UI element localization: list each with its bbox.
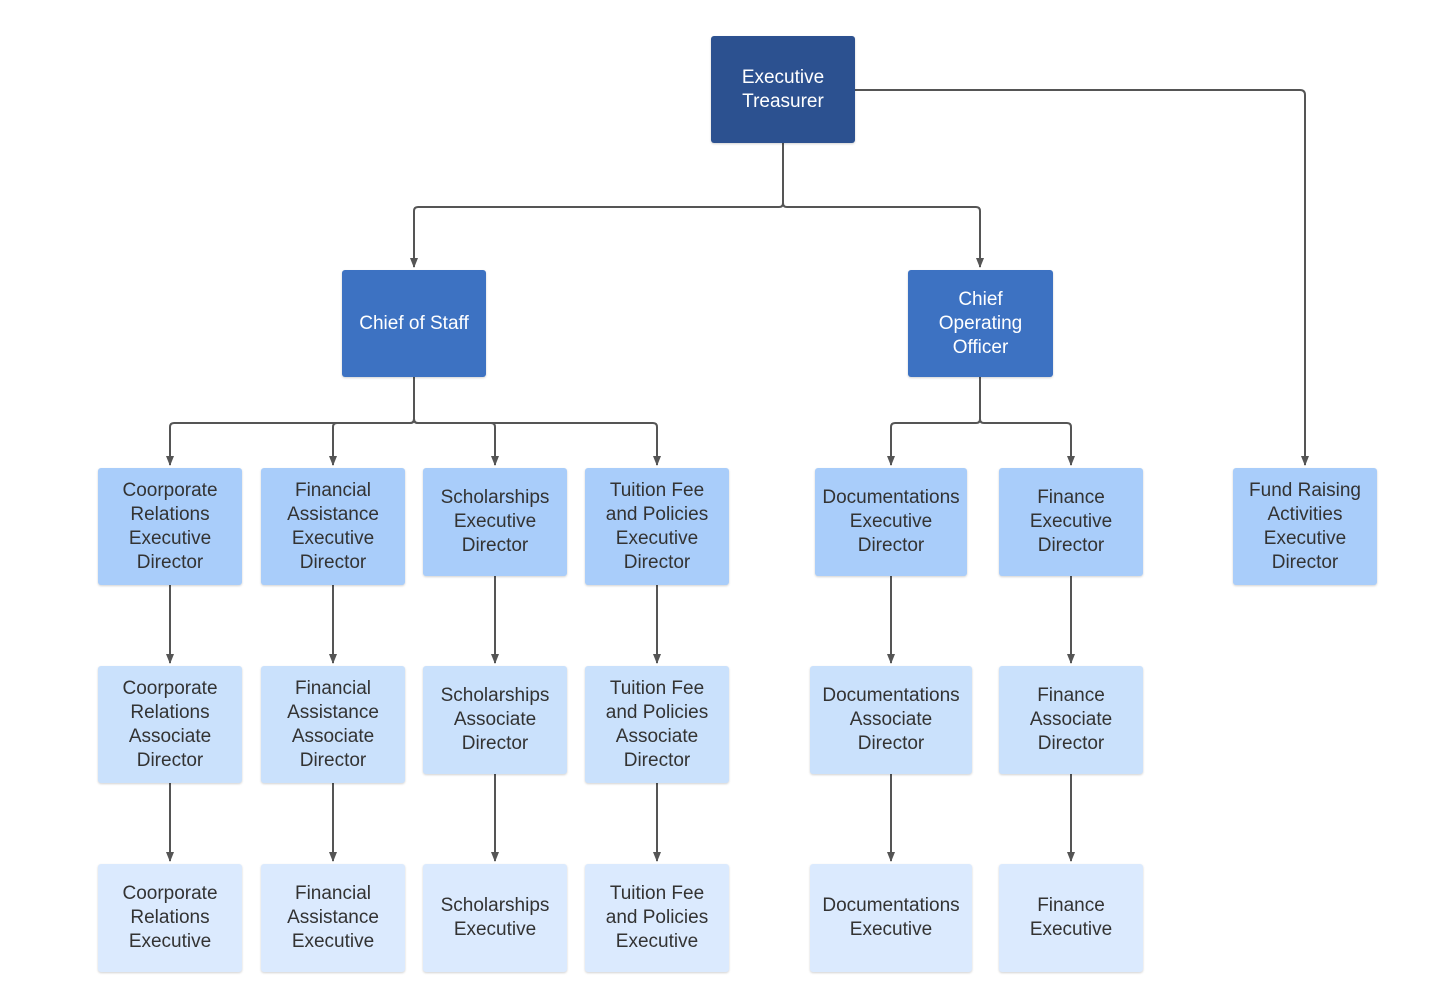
- node-finance-executive-director[interactable]: Finance Executive Director: [999, 468, 1143, 576]
- connector-coo-finance: [979, 377, 1075, 466]
- connector-treasurer-coo: [782, 143, 984, 268]
- node-documentations-associate-director[interactable]: Documentations Associate Director: [810, 666, 972, 774]
- node-label: Financial Assistance Associate Director: [287, 677, 379, 771]
- node-label: Coorporate Relations Executive Director: [122, 479, 218, 573]
- node-label: Documentations Executive: [822, 895, 960, 940]
- node-executive-treasurer[interactable]: Executive Treasurer: [711, 36, 855, 143]
- node-label: Chief Operating Officer: [938, 288, 1023, 358]
- node-financial-assistance-associate-director[interactable]: Financial Assistance Associate Director: [261, 666, 405, 783]
- node-chief-operating-officer[interactable]: Chief Operating Officer: [908, 270, 1053, 377]
- node-label: Scholarships Associate Director: [440, 685, 550, 754]
- node-label: Fund Raising Activities Executive Direct…: [1249, 479, 1361, 573]
- connector-staff-corporate: [166, 377, 415, 466]
- node-documentations-executive[interactable]: Documentations Executive: [810, 864, 972, 972]
- connector-coo-documentations: [887, 377, 981, 466]
- node-label: Executive Treasurer: [741, 66, 825, 112]
- node-label: Financial Assistance Executive Director: [287, 479, 379, 573]
- node-label: Tuition Fee and Policies Associate Direc…: [605, 677, 709, 771]
- node-fund-raising-executive-director[interactable]: Fund Raising Activities Executive Direct…: [1233, 468, 1377, 585]
- node-label: Financial Assistance Executive: [287, 883, 379, 952]
- connector-staff-tuition: [413, 377, 661, 466]
- node-scholarships-executive[interactable]: Scholarships Executive: [423, 864, 567, 972]
- node-label: Coorporate Relations Associate Director: [122, 677, 218, 771]
- node-corporate-relations-executive[interactable]: Coorporate Relations Executive: [98, 864, 242, 972]
- node-label: Finance Executive: [1029, 895, 1113, 940]
- node-scholarships-executive-director[interactable]: Scholarships Executive Director: [423, 468, 567, 576]
- node-corporate-relations-associate-director[interactable]: Coorporate Relations Associate Director: [98, 666, 242, 783]
- node-label: Finance Executive Director: [1029, 487, 1113, 556]
- node-label: Coorporate Relations Executive: [122, 883, 218, 952]
- node-tuition-fee-associate-director[interactable]: Tuition Fee and Policies Associate Direc…: [585, 666, 729, 783]
- node-tuition-fee-executive[interactable]: Tuition Fee and Policies Executive: [585, 864, 729, 972]
- node-label: Scholarships Executive Director: [440, 487, 550, 556]
- node-financial-assistance-executive[interactable]: Financial Assistance Executive: [261, 864, 405, 972]
- node-label: Documentations Executive Director: [822, 487, 960, 556]
- node-label: Chief of Staff: [359, 312, 469, 334]
- node-label: Scholarships Executive: [440, 895, 550, 940]
- node-finance-executive[interactable]: Finance Executive: [999, 864, 1143, 972]
- connector-staff-financial: [329, 377, 415, 466]
- connector-staff-scholarships: [413, 377, 499, 466]
- node-documentations-executive-director[interactable]: Documentations Executive Director: [815, 468, 967, 576]
- node-tuition-fee-executive-director[interactable]: Tuition Fee and Policies Executive Direc…: [585, 468, 729, 585]
- node-label: Documentations Associate Director: [822, 685, 960, 754]
- node-scholarships-associate-director[interactable]: Scholarships Associate Director: [423, 666, 567, 774]
- connector-treasurer-staff: [410, 143, 784, 268]
- node-financial-assistance-executive-director[interactable]: Financial Assistance Executive Director: [261, 468, 405, 585]
- node-corporate-relations-executive-director[interactable]: Coorporate Relations Executive Director: [98, 468, 242, 585]
- node-chief-of-staff[interactable]: Chief of Staff: [342, 270, 486, 377]
- node-label: Tuition Fee and Policies Executive: [605, 883, 709, 952]
- node-finance-associate-director[interactable]: Finance Associate Director: [999, 666, 1143, 774]
- node-label: Tuition Fee and Policies Executive Direc…: [605, 479, 709, 573]
- connector-treasurer-fundraising: [855, 89, 1309, 466]
- node-label: Finance Associate Director: [1029, 685, 1113, 754]
